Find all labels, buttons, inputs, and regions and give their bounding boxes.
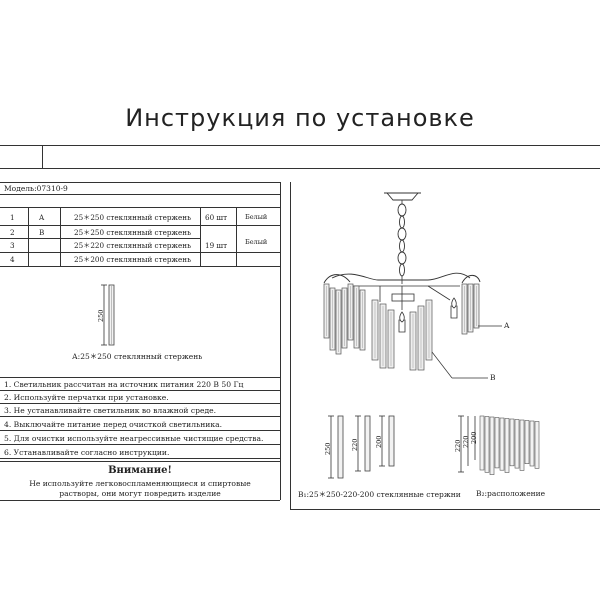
layout-rod [494,417,500,469]
part-desc: 25＊220 стеклянный стержень [74,241,191,250]
part-qty: 19 шт [205,241,228,250]
warning-title: Внимание! [108,465,172,476]
layout-caption: B₂:расположение [476,489,546,498]
layout-rod [534,421,540,469]
rod-a-caption: А:25＊250 стеклянный стержень [72,352,203,361]
note-item: 3. Не устанавливайте светильник во влажн… [4,406,217,415]
warning-line: Не используйте легковоспламеняющиеся и с… [29,479,251,488]
part-desc: 25＊200 стеклянный стержень [74,255,191,264]
part-qty: 60 шт [205,213,228,222]
model-label: Модель:07310-9 [4,184,68,193]
part-code: A [39,213,45,222]
layout-rod [479,415,485,471]
label-a: A [504,321,510,330]
page-title: Инструкция по установке [125,104,475,132]
part-num: 1 [10,213,15,222]
layout-dimension: 220 [462,435,470,448]
layout-rod [509,418,515,467]
label-b: B [490,373,496,382]
part-desc: 25＊250 стеклянный стержень [74,213,191,222]
layout-rod [484,416,490,473]
part-color: Белый [245,238,268,246]
note-item: 2. Используйте перчатки при установке. [4,393,169,402]
note-item: 4. Выключайте питание перед очисткой све… [4,420,223,429]
layout-rod [524,420,530,465]
part-color: Белый [245,213,268,221]
layout-rod [519,419,525,471]
layout-rod [514,419,520,469]
note-item: 1. Светильник рассчитан на источник пита… [4,380,244,389]
layout-rod [504,418,510,473]
part-num: 4 [10,255,15,264]
part-num: 3 [10,241,15,250]
layout-dimension: 220 [454,439,462,452]
layout-dimension: 200 [470,431,478,444]
layout-rod [529,420,535,467]
part-code: B [39,228,45,237]
layout-rod [499,417,505,471]
warning-line: растворы, они могут повредить изделие [59,489,221,498]
rod-set-caption: B₁:25＊250-220-200 стеклянные стержни [298,490,461,499]
layout-rod [489,416,495,475]
note-item: 5. Для очистки используйте неагрессивные… [4,434,264,443]
note-item: 6. Устанавливайте согласно инструкции. [4,448,170,457]
part-num: 2 [10,228,15,237]
part-desc: 25＊250 стеклянный стержень [74,228,191,237]
